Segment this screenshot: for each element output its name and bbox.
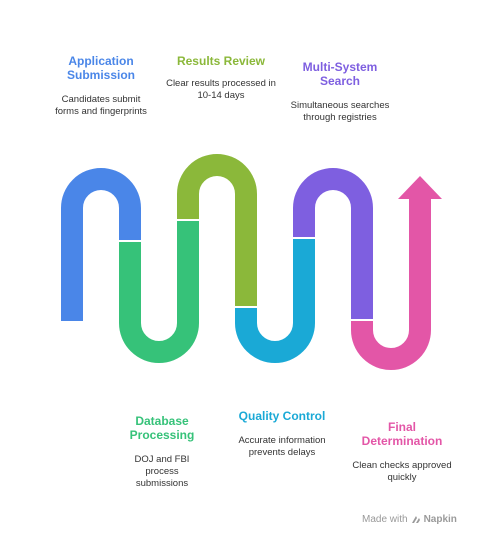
step-label-database-processing: Database Processing DOJ and FBI process … bbox=[122, 414, 202, 490]
credit-brand: Napkin bbox=[423, 514, 457, 525]
step-title: Database Processing bbox=[129, 414, 195, 442]
segment-multi-system-search bbox=[293, 168, 373, 320]
step-label-multi-system-search: Multi-System Search Simultaneous searche… bbox=[290, 60, 390, 124]
step-title: Application Submission bbox=[66, 54, 135, 82]
segment-results-review bbox=[177, 154, 257, 307]
made-with-napkin-credit[interactable]: Made with Napkin bbox=[362, 514, 457, 525]
step-title: Final Determination bbox=[361, 420, 443, 448]
step-description: Simultaneous searches through registries bbox=[290, 100, 390, 123]
arrow-head-icon bbox=[398, 176, 442, 199]
segment-application-submission bbox=[61, 168, 141, 321]
segment-database-processing bbox=[119, 220, 199, 363]
step-description: DOJ and FBI process submissions bbox=[134, 454, 190, 489]
step-label-results-review: Results Review Clear results processed i… bbox=[166, 54, 276, 102]
step-description: Clean checks approved quickly bbox=[352, 460, 452, 483]
step-description: Clear results processed in 10-14 days bbox=[166, 78, 276, 101]
napkin-logo-icon bbox=[411, 515, 420, 523]
step-description: Candidates submit forms and fingerprints bbox=[55, 94, 147, 117]
step-label-application-submission: Application Submission Candidates submit… bbox=[51, 54, 151, 118]
step-title: Multi-System Search bbox=[302, 60, 378, 88]
segment-quality-control bbox=[235, 238, 315, 363]
step-label-quality-control: Quality Control Accurate information pre… bbox=[232, 409, 332, 459]
credit-prefix: Made with bbox=[362, 514, 408, 525]
step-description: Accurate information prevents delays bbox=[238, 435, 326, 458]
segment-final-determination bbox=[351, 198, 431, 370]
step-label-final-determination: Final Determination Clean checks approve… bbox=[352, 420, 452, 484]
step-title: Results Review bbox=[176, 54, 266, 68]
step-title: Quality Control bbox=[238, 409, 326, 423]
